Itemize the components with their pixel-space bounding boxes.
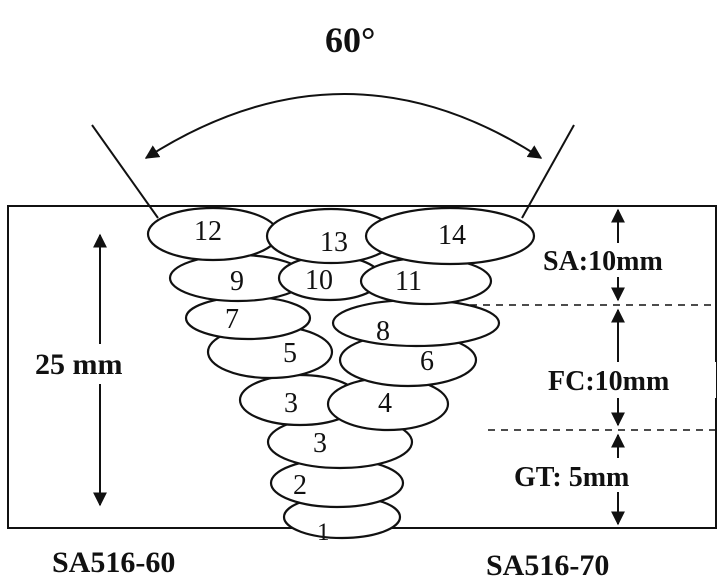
weld-bead-14 — [364, 206, 536, 266]
groove-wall-left — [91, 124, 159, 219]
bead-label: 12 — [194, 216, 222, 247]
base-metal-left-label: SA516-60 — [52, 546, 175, 579]
bead-label: 5 — [283, 338, 297, 369]
base-metal-right-label: SA516-70 — [486, 549, 609, 582]
bead-label: 6 — [420, 346, 434, 377]
angle-arc — [144, 93, 543, 159]
bead-label: 10 — [305, 265, 333, 296]
weld-bead-group — [146, 206, 536, 540]
weld-bead-8 — [331, 298, 501, 348]
weld-bead-7 — [184, 295, 312, 341]
gt-zone-label: GT: 5mm — [514, 462, 629, 493]
fc-zone-label: FC:10mm — [548, 366, 669, 397]
weld-bead-labels: 1 2 3 3 4 5 6 7 8 9 10 11 12 13 14 — [194, 216, 466, 546]
sa-zone-label: SA:10mm — [543, 246, 663, 277]
bead-label: 2 — [293, 470, 307, 501]
bead-label: 3 — [284, 388, 298, 419]
fc-label-bg — [546, 362, 716, 398]
bead-label: 8 — [376, 316, 390, 347]
gt-label-bg — [512, 458, 672, 492]
bead-label: 14 — [438, 220, 466, 251]
bead-label: 7 — [225, 304, 239, 335]
sa-label-bg — [541, 243, 699, 277]
bead-label: 4 — [378, 388, 392, 419]
bead-label: 3 — [313, 428, 327, 459]
weld-bead-11 — [359, 256, 493, 306]
bead-label: 11 — [395, 266, 422, 297]
thickness-label: 25 mm — [35, 348, 122, 381]
bead-label: 13 — [320, 227, 348, 258]
groove-wall-right — [521, 124, 575, 219]
bead-label: 9 — [230, 266, 244, 297]
angle-label: 60° — [325, 20, 375, 60]
bead-label: 1 — [317, 519, 330, 546]
thickness-label-bg — [32, 344, 184, 384]
